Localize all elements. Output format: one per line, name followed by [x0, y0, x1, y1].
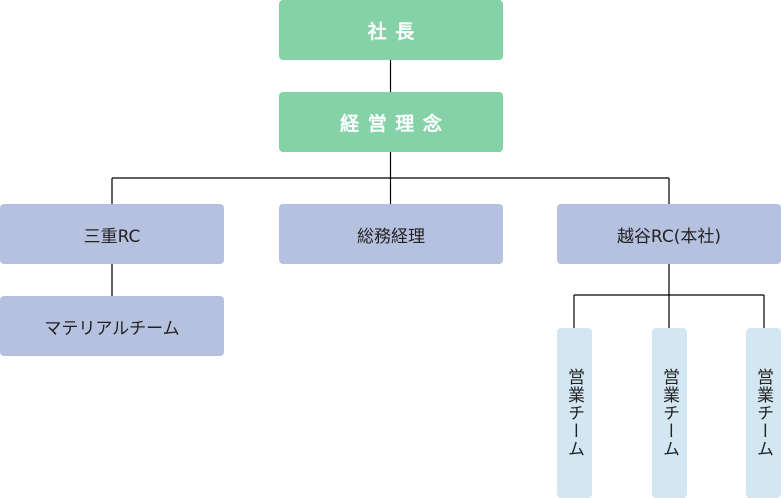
president-box: 社長 — [279, 0, 503, 60]
sales-team-box-2: 営業チーム — [652, 328, 687, 498]
philosophy-box: 経営理念 — [279, 92, 503, 152]
koshigaya-rc-box: 越谷RC(本社) — [557, 204, 781, 264]
general-affairs-label: 総務経理 — [357, 226, 425, 247]
sales-team-label-1: 営業チーム — [564, 368, 584, 458]
mie-rc-label: 三重RC — [83, 226, 141, 247]
material-team-box: マテリアルチーム — [0, 296, 224, 356]
material-team-label: マテリアルチーム — [44, 318, 180, 339]
sales-team-box-3: 営業チーム — [746, 328, 781, 498]
sales-team-label-3: 営業チーム — [753, 368, 773, 458]
sales-team-label-2: 営業チーム — [659, 368, 679, 458]
mie-rc-box: 三重RC — [0, 204, 224, 264]
philosophy-label: 経営理念 — [340, 112, 451, 135]
general-affairs-box: 総務経理 — [279, 204, 503, 264]
sales-team-box-1: 営業チーム — [557, 328, 592, 498]
president-label: 社長 — [367, 20, 423, 43]
koshigaya-rc-label: 越谷RC(本社) — [616, 226, 722, 247]
